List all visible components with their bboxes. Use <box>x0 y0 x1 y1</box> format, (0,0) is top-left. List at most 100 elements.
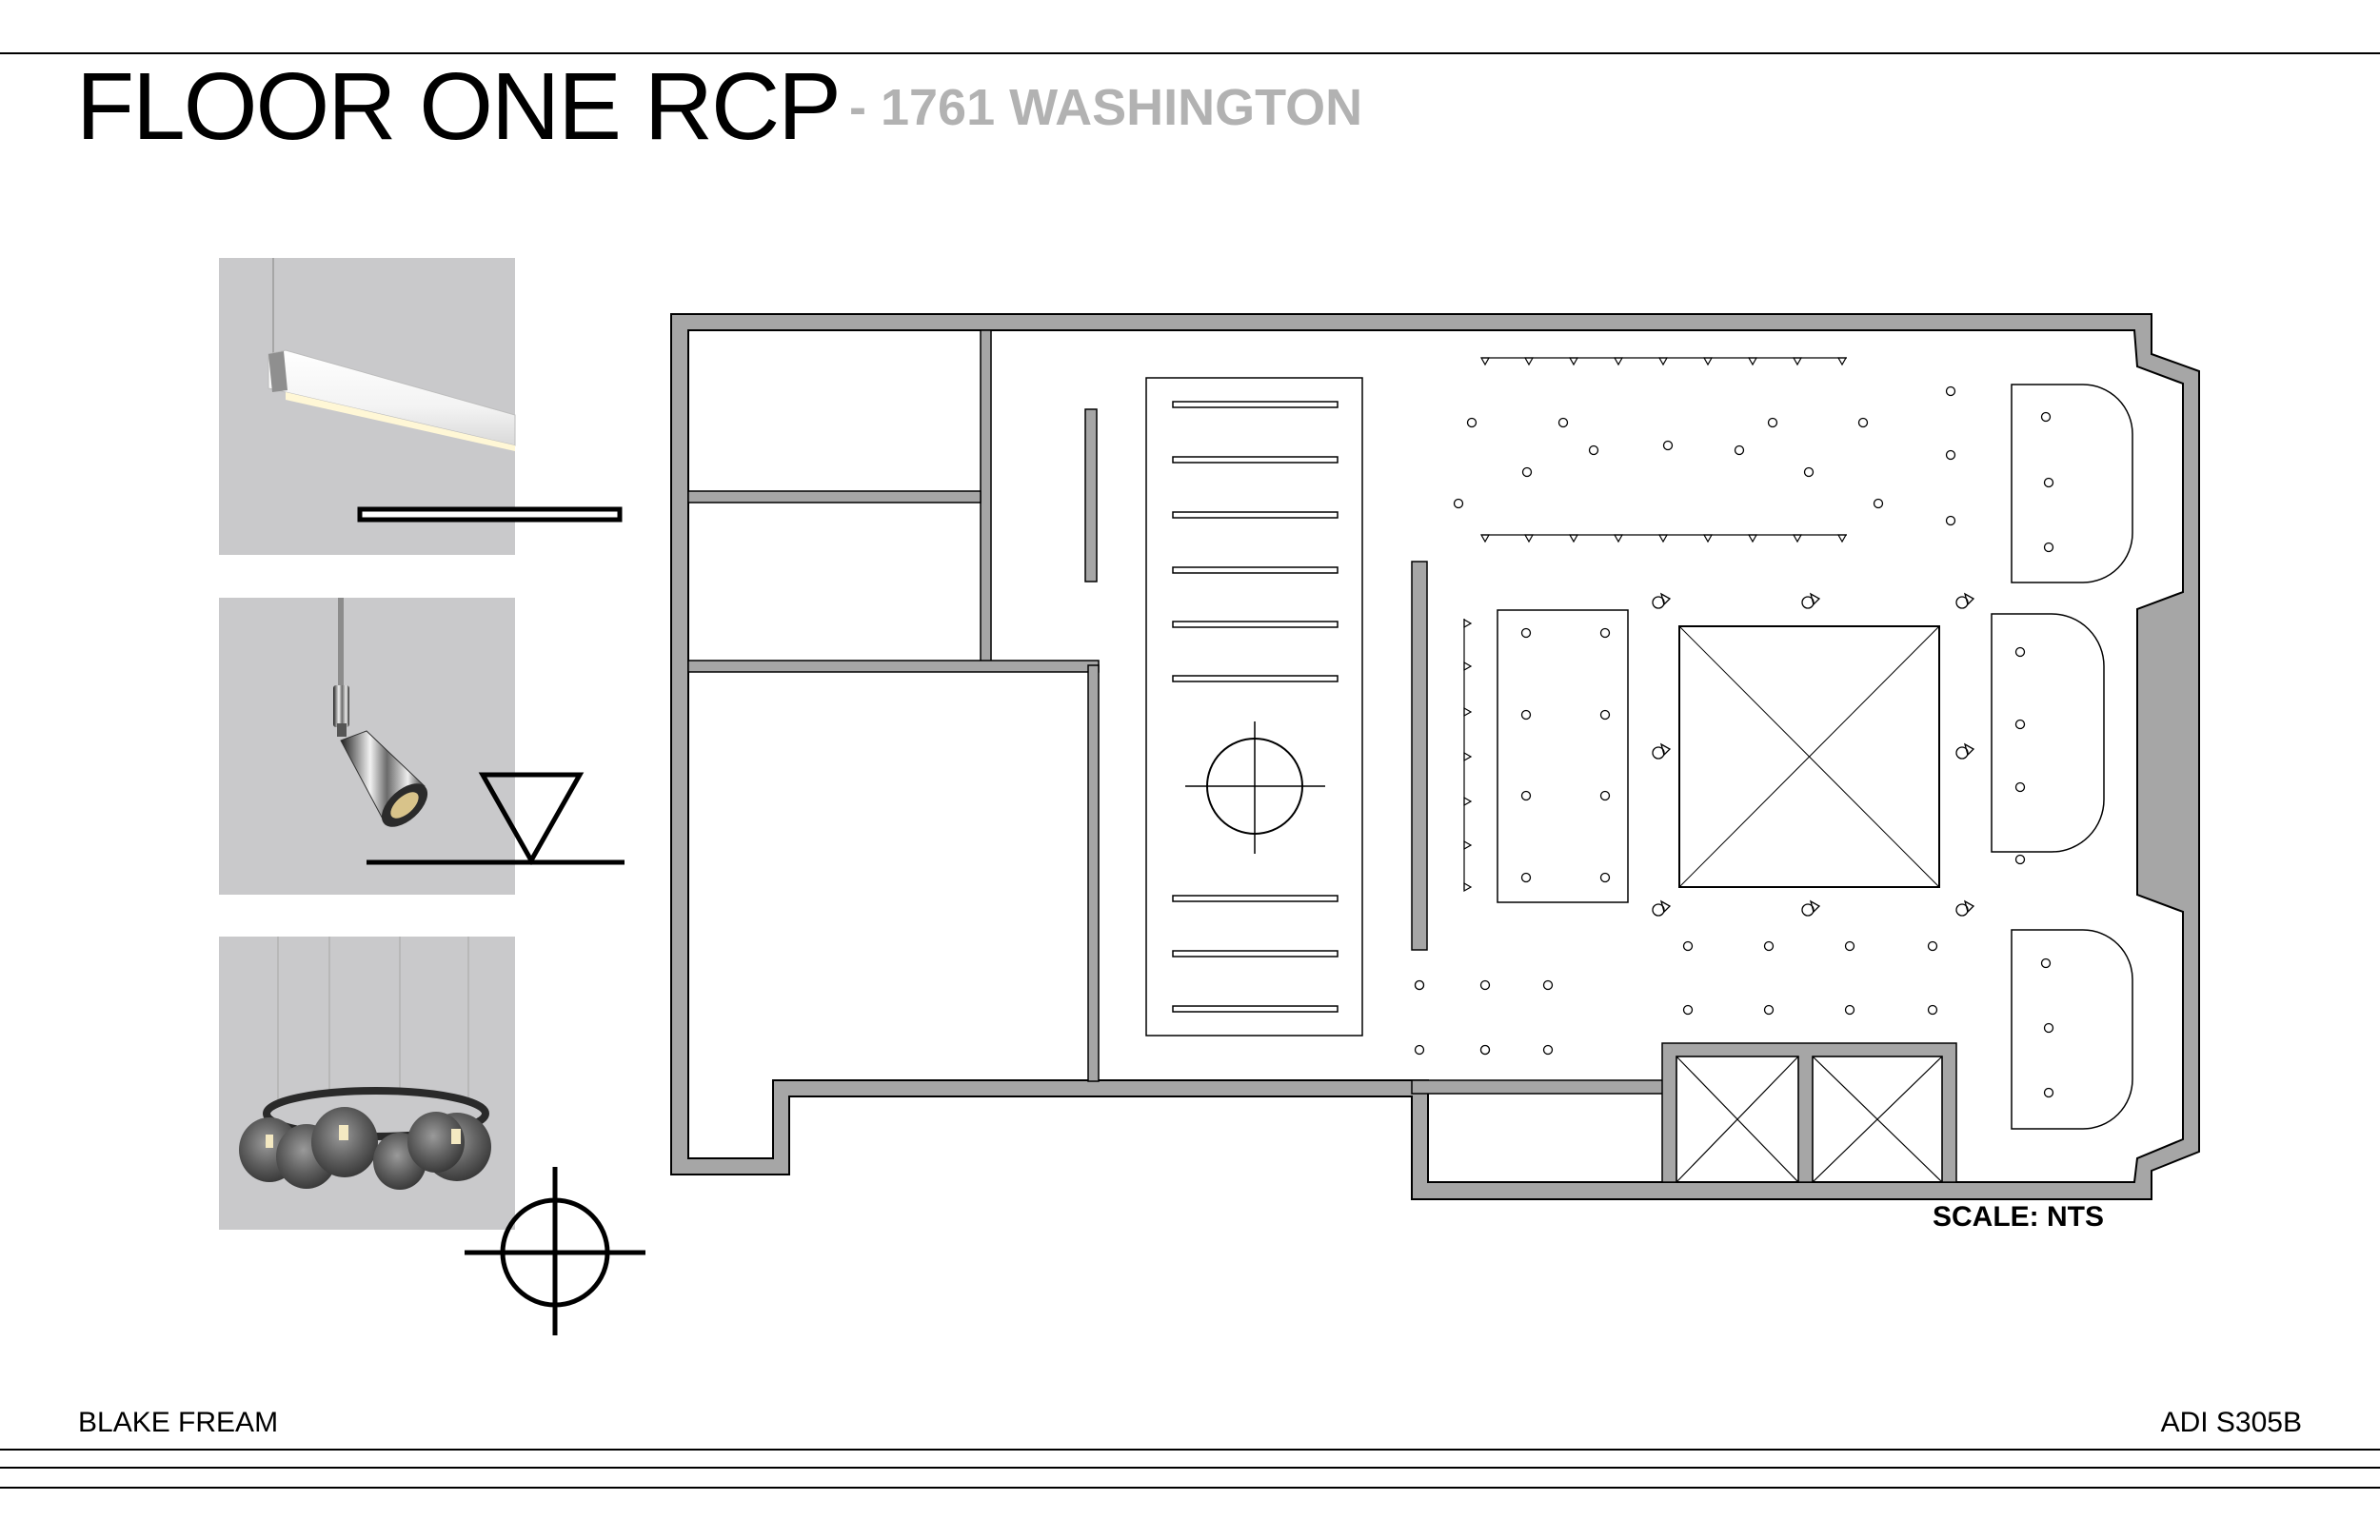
spot-light-icon <box>1801 899 1821 917</box>
cluster-chandelier-photo <box>219 937 515 1230</box>
track-head-icon <box>1568 357 1579 366</box>
linear-slot <box>1172 1005 1339 1013</box>
linear-slot <box>1172 895 1339 902</box>
downlight-icon <box>2043 1022 2054 1034</box>
track-head-icon <box>1463 618 1473 629</box>
track-head-icon <box>1836 357 1848 366</box>
linear-slot <box>1172 566 1339 574</box>
spot-light-icon <box>1652 592 1672 609</box>
booths <box>1991 384 2133 1130</box>
downlight-icon <box>1599 709 1611 721</box>
track-head-icon <box>1836 534 1848 543</box>
track-head-icon <box>1479 534 1491 543</box>
downlight-icon <box>1414 1044 1425 1056</box>
downlight-icon <box>1945 385 1956 397</box>
downlight-icon <box>1763 940 1775 952</box>
downlight-icon <box>1479 979 1491 991</box>
linear-slot <box>1172 456 1339 464</box>
downlight-icon <box>1520 709 1532 721</box>
track-head-icon <box>1702 357 1714 366</box>
spot-pendant-photo <box>219 598 515 895</box>
track-head-icon <box>1523 534 1535 543</box>
downlight-icon <box>1588 444 1599 456</box>
downlight-icon <box>1945 515 1956 526</box>
linear-slot <box>1172 511 1339 519</box>
small-table <box>1497 609 1629 903</box>
scale-label: SCALE: NTS <box>1933 1201 2104 1233</box>
sheet-subtitle: - 1761 WASHINGTON <box>849 79 1363 136</box>
track-head-icon <box>1702 534 1714 543</box>
downlight-icon <box>2014 854 2026 865</box>
track-head-icon <box>1463 751 1473 762</box>
downlight-symbols <box>1414 385 2054 1098</box>
linear-pendant-symbol <box>357 506 623 523</box>
linear-slot <box>1172 950 1339 958</box>
top-rule <box>0 52 2380 54</box>
bottom-rule-1 <box>0 1449 2380 1451</box>
downlight-icon <box>1945 449 1956 461</box>
track-head-icon <box>1613 357 1624 366</box>
downlight-icon <box>1520 627 1532 639</box>
downlight-icon <box>1763 1004 1775 1016</box>
downlight-icon <box>1767 417 1778 428</box>
spot-pendant-symbol <box>367 772 625 866</box>
track-head-icon <box>1568 534 1579 543</box>
cluster-chandelier-symbol <box>465 1167 645 1335</box>
downlight-icon <box>1557 417 1569 428</box>
linear-slot <box>1172 621 1339 628</box>
long-table <box>1145 377 1363 1037</box>
spot-symbols <box>1652 592 1975 917</box>
sheet-title: FLOOR ONE RCP <box>76 53 842 160</box>
downlight-icon <box>2014 646 2026 658</box>
downlight-icon <box>1599 627 1611 639</box>
track-head-icon <box>1657 534 1669 543</box>
downlight-icon <box>2040 411 2052 423</box>
downlight-icon <box>1734 444 1745 456</box>
linear-slot <box>1172 401 1339 408</box>
course-code: ADI S305B <box>2160 1407 2302 1438</box>
spot-light-icon <box>1955 592 1975 609</box>
downlight-icon <box>1466 417 1478 428</box>
spot-light-icon <box>1955 742 1975 760</box>
track-head-icon <box>1463 839 1473 851</box>
interior-walls <box>687 329 1957 1183</box>
track-head-icon <box>1463 706 1473 718</box>
downlight-icon <box>1414 979 1425 991</box>
table-chandelier-symbol <box>1185 721 1325 854</box>
downlight-icon <box>2040 958 2052 969</box>
linear-slot <box>1172 675 1339 682</box>
track-head-icon <box>1657 357 1669 366</box>
linear-pendant-photo <box>219 258 516 555</box>
downlight-icon <box>1599 790 1611 801</box>
downlight-icon <box>2043 477 2054 488</box>
downlight-icon <box>1520 790 1532 801</box>
track-head-icon <box>1523 357 1535 366</box>
downlight-icon <box>1857 417 1869 428</box>
track-head-icon <box>1792 357 1803 366</box>
track-head-icon <box>1747 534 1758 543</box>
track-head-icon <box>1747 357 1758 366</box>
downlight-icon <box>1520 872 1532 883</box>
downlight-icon <box>1521 466 1533 478</box>
downlight-icon <box>1873 498 1884 509</box>
downlight-icon <box>1844 940 1855 952</box>
track-head-icon <box>1792 534 1803 543</box>
linear-fixture-slots <box>1172 401 1339 1013</box>
track-head-icon <box>1613 534 1624 543</box>
track-lights <box>1463 357 1848 893</box>
downlight-icon <box>1927 940 1938 952</box>
downlight-icon <box>1453 498 1464 509</box>
downlight-icon <box>1662 440 1674 451</box>
downlight-icon <box>2043 1087 2054 1098</box>
track-head-icon <box>1463 796 1473 807</box>
spot-light-icon <box>1652 899 1672 917</box>
bottom-rule-2 <box>0 1467 2380 1469</box>
downlight-icon <box>1682 940 1694 952</box>
spot-light-icon <box>1955 899 1975 917</box>
downlight-icon <box>1844 1004 1855 1016</box>
downlight-icon <box>1682 1004 1694 1016</box>
bottom-rule-3 <box>0 1487 2380 1489</box>
track-head-icon <box>1463 661 1473 672</box>
central-coffer <box>1678 625 1940 888</box>
